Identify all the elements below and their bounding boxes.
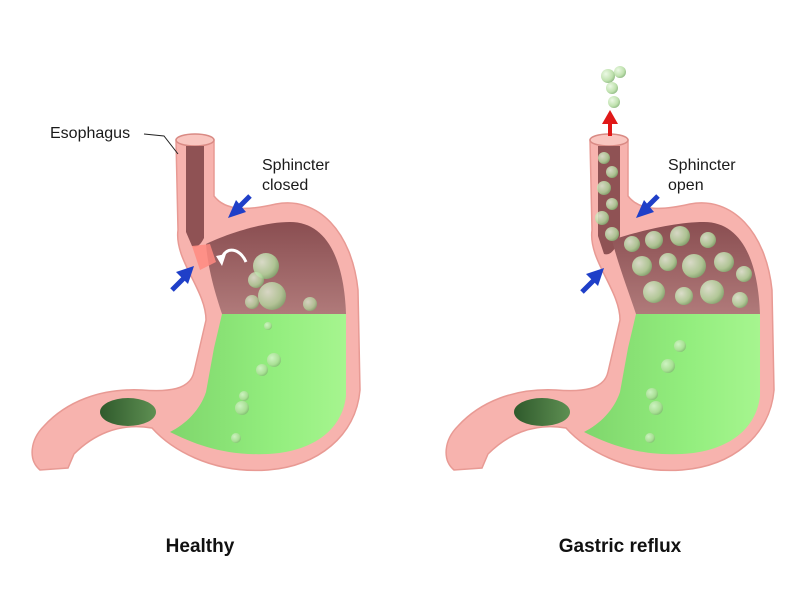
- healthy-pressure-arrow-bottom: [170, 266, 194, 292]
- reflux-bubbles: [595, 66, 752, 443]
- bubble: [661, 359, 675, 373]
- healthy-esophagus-lumen: [186, 146, 204, 247]
- bubble: [670, 226, 690, 246]
- bubble: [253, 253, 279, 279]
- bubble: [258, 282, 286, 310]
- bubble: [732, 292, 748, 308]
- bubble: [736, 266, 752, 282]
- bubble: [643, 281, 665, 303]
- bubble: [595, 211, 609, 225]
- bubble: [608, 96, 620, 108]
- bubble: [598, 152, 610, 164]
- bubble: [597, 181, 611, 195]
- healthy-sphincter-closed: [192, 244, 216, 270]
- bubble: [614, 66, 626, 78]
- reflux-arrow-icon: [602, 110, 618, 136]
- bubble: [303, 297, 317, 311]
- bubble: [256, 364, 268, 376]
- bubble: [231, 433, 241, 443]
- reflux-caption: Gastric reflux: [558, 536, 682, 557]
- bubble: [267, 353, 281, 367]
- esophagus-leader-line: [143, 133, 179, 155]
- reflux-acid: [584, 314, 760, 455]
- bubble: [632, 256, 652, 276]
- bubble: [245, 295, 259, 309]
- bubble: [601, 69, 615, 83]
- bubble: [700, 232, 716, 248]
- reflux-pressure-arrow-bottom: [580, 268, 604, 294]
- reflux-sphincter-label-line2: open: [668, 177, 704, 194]
- healthy-sphincter-label-line1: Sphincter: [262, 157, 330, 174]
- bubble: [248, 272, 264, 288]
- bubble: [605, 227, 619, 241]
- bubble: [700, 280, 724, 304]
- healthy-esophagus-opening: [175, 133, 215, 147]
- bubble: [646, 388, 658, 400]
- bubble: [645, 231, 663, 249]
- bubble: [264, 322, 272, 330]
- healthy-pressure-arrow-top: [228, 194, 252, 218]
- bubble: [649, 401, 663, 415]
- bubble: [239, 391, 249, 401]
- bubble: [682, 254, 706, 278]
- healthy-blocked-arrowhead: [216, 254, 226, 266]
- healthy-stomach: [31, 133, 361, 472]
- bubble: [674, 340, 686, 352]
- bubble: [235, 401, 249, 415]
- bubble: [714, 252, 734, 272]
- healthy-sphincter-label-line2: closed: [262, 177, 309, 194]
- healthy-pylorus: [100, 398, 156, 426]
- reflux-pressure-arrow-top: [636, 194, 660, 218]
- bubble: [606, 198, 618, 210]
- bubble: [606, 82, 618, 94]
- bubble: [606, 166, 618, 178]
- bubble: [675, 287, 693, 305]
- healthy-bubbles: [231, 253, 317, 443]
- bubble: [645, 433, 655, 443]
- bubble: [624, 236, 640, 252]
- bubble: [659, 253, 677, 271]
- healthy-caption: Healthy: [165, 536, 235, 557]
- reflux-pylorus: [514, 398, 570, 426]
- reflux-stomach: [445, 66, 775, 472]
- healthy-acid: [170, 314, 346, 455]
- reflux-sphincter-label-line1: Sphincter: [668, 157, 736, 174]
- esophagus-label: Esophagus: [50, 125, 131, 142]
